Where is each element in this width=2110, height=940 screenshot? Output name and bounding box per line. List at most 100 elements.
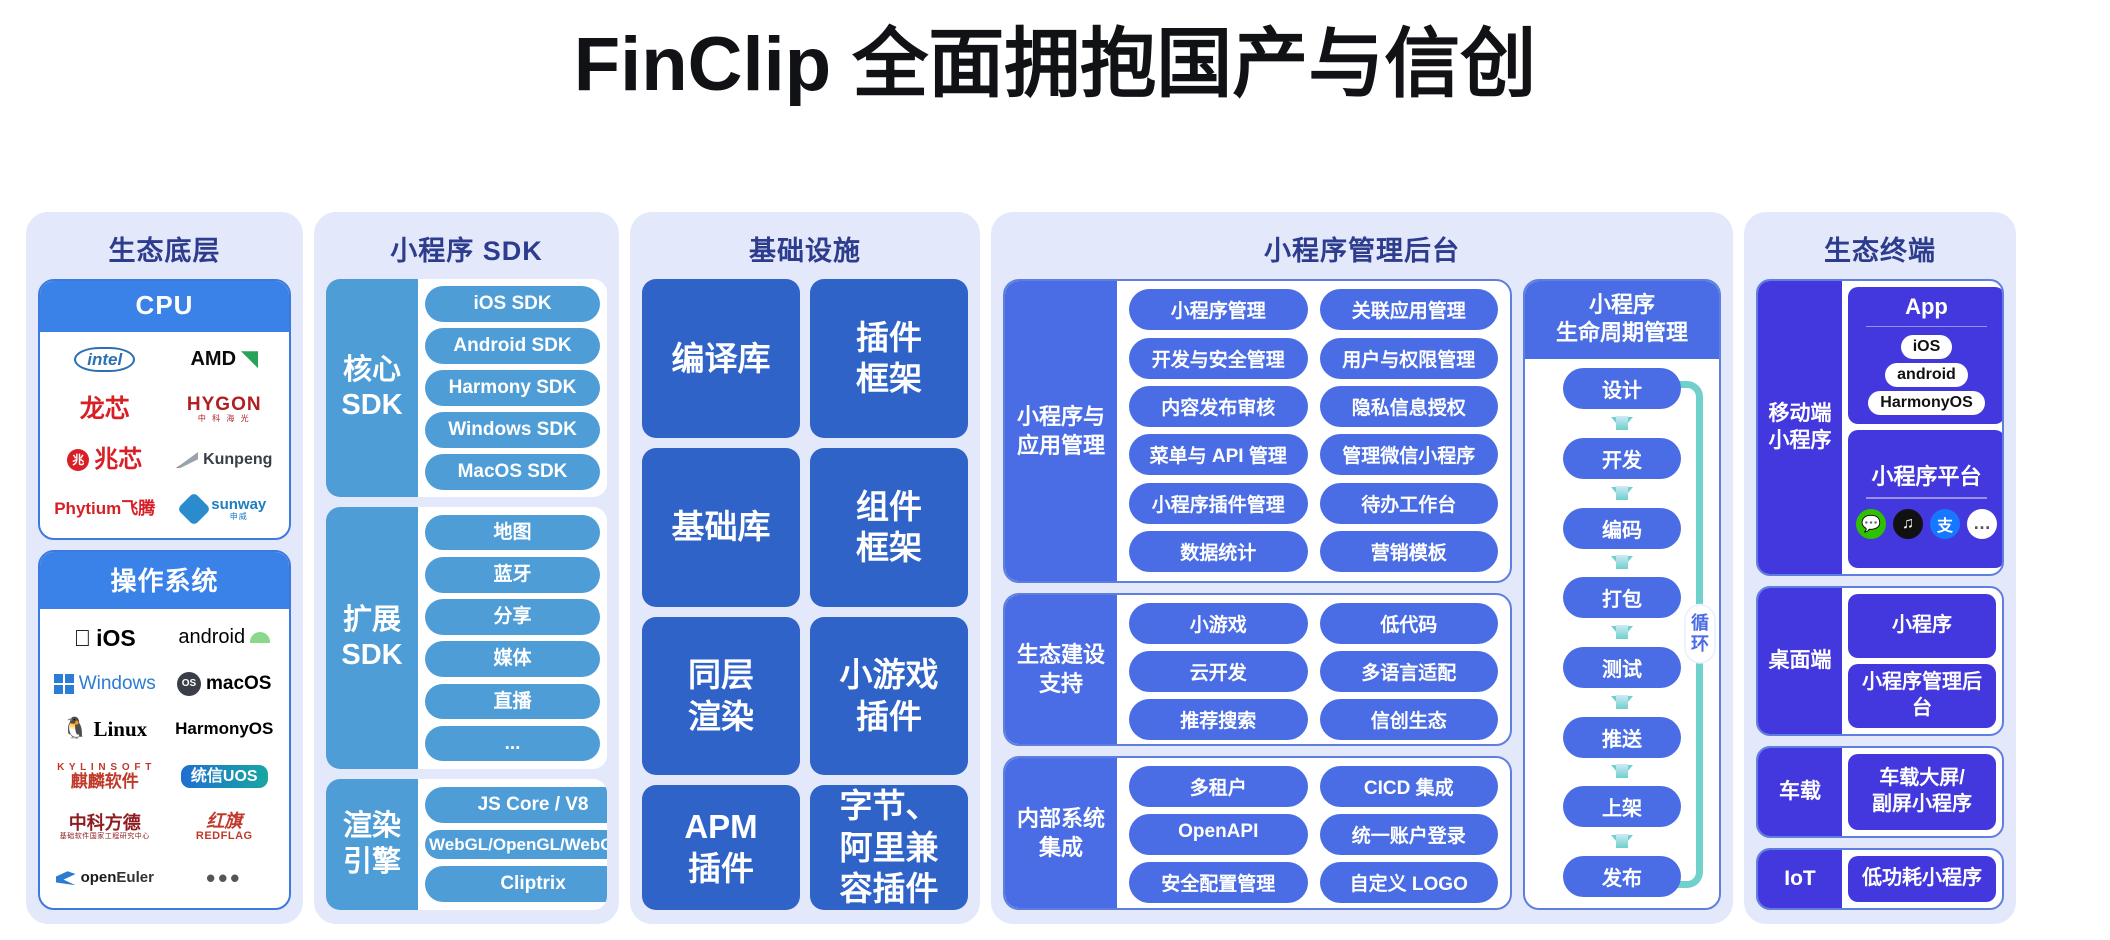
os-card-header: 操作系统 — [40, 552, 289, 610]
lifecycle-step[interactable]: 上架 — [1563, 786, 1681, 828]
sdk-item[interactable]: Android SDK — [425, 328, 600, 364]
terminal-card-title: 小程序 — [1892, 613, 1952, 636]
terminal-chip[interactable]: iOS — [1900, 335, 1953, 360]
terminal-card-title: App — [1905, 294, 1948, 319]
admin-item[interactable]: 小程序管理 — [1129, 289, 1308, 331]
admin-block-label: 小程序与应用管理 — [1005, 281, 1117, 581]
admin-item[interactable]: 菜单与 API 管理 — [1129, 434, 1308, 476]
admin-item[interactable]: 信创生态 — [1319, 698, 1498, 740]
sdk-item[interactable]: MacOS SDK — [425, 454, 600, 490]
sdk-item[interactable]: WebGL/OpenGL/WebGPU — [425, 829, 607, 860]
amd-logo: AMD — [190, 349, 259, 370]
admin-item[interactable]: 统一账户登录 — [1319, 814, 1498, 856]
admin-item[interactable]: 安全配置管理 — [1129, 862, 1308, 904]
infra-cell[interactable]: 同层渲染 — [642, 616, 800, 776]
sdk-item[interactable]: 媒体 — [425, 641, 600, 678]
lifecycle-step[interactable]: 推送 — [1563, 716, 1681, 758]
admin-item[interactable]: 小游戏 — [1129, 602, 1308, 644]
terminal-block: 桌面端小程序小程序管理后台 — [1756, 585, 2004, 736]
linux-logo: 🐧Linux — [62, 717, 148, 742]
admin-item[interactable]: 推荐搜索 — [1129, 698, 1308, 740]
admin-item[interactable]: 小程序插件管理 — [1129, 482, 1308, 524]
more-icon[interactable]: … — [1967, 508, 1997, 539]
lifecycle-step[interactable]: 编码 — [1563, 507, 1681, 549]
admin-item[interactable]: 云开发 — [1129, 650, 1308, 692]
admin-item[interactable]: 关联应用管理 — [1319, 289, 1498, 331]
admin-block-label: 内部系统集成 — [1005, 758, 1117, 908]
lifecycle-steps: 设计开发编码打包测试推送上架发布 循环 — [1525, 359, 1719, 908]
column-title-terminals: 生态终端 — [1824, 236, 1936, 266]
infra-cell[interactable]: 插件框架 — [810, 279, 968, 438]
admin-item[interactable]: 用户与权限管理 — [1319, 337, 1498, 379]
lifecycle-step[interactable]: 开发 — [1563, 437, 1681, 479]
admin-item[interactable]: 低代码 — [1319, 602, 1498, 644]
admin-item[interactable]: 待办工作台 — [1319, 482, 1498, 524]
sdk-item[interactable]: ... — [425, 725, 600, 762]
douyin-icon[interactable]: ♫ — [1893, 508, 1923, 539]
terminal-card[interactable]: 小程序管理后台 — [1848, 663, 1996, 728]
terminal-card[interactable]: 小程序 — [1848, 593, 1996, 658]
infra-cell[interactable]: 编译库 — [642, 279, 800, 438]
terminal-card[interactable]: 低功耗小程序 — [1848, 855, 1996, 902]
lifecycle-step[interactable]: 打包 — [1563, 577, 1681, 619]
infra-cell[interactable]: 组件框架 — [810, 447, 968, 607]
lifecycle-arrow-icon — [1611, 764, 1633, 779]
admin-item[interactable]: 开发与安全管理 — [1129, 337, 1308, 379]
lifecycle-step[interactable]: 设计 — [1563, 368, 1681, 410]
sdk-item[interactable]: 地图 — [425, 514, 600, 551]
lifecycle-arrow-icon — [1611, 834, 1633, 849]
sdk-item[interactable]: JS Core / V8 — [425, 787, 607, 823]
lifecycle-step[interactable]: 测试 — [1563, 646, 1681, 688]
sdk-item[interactable]: Harmony SDK — [425, 370, 600, 406]
terminal-card[interactable]: 车载大屏/副屏小程序 — [1848, 753, 1996, 830]
admin-item[interactable]: 隐私信息授权 — [1319, 386, 1498, 428]
admin-item[interactable]: 管理微信小程序 — [1319, 434, 1498, 476]
terminal-chip[interactable]: android — [1885, 363, 1968, 388]
alipay-icon[interactable]: 支 — [1930, 508, 1960, 539]
terminal-body: 小程序小程序管理后台 — [1842, 588, 2002, 734]
terminal-label: 车载 — [1758, 747, 1842, 836]
infra-cell[interactable]: 小游戏插件 — [810, 616, 968, 776]
admin-blocks: 小程序与应用管理小程序管理关联应用管理开发与安全管理用户与权限管理内容发布审核隐… — [1003, 279, 1512, 910]
column-title-sdk: 小程序 SDK — [390, 236, 543, 266]
infra-cell[interactable]: 基础库 — [642, 447, 800, 607]
lifecycle-header: 小程序生命周期管理 — [1525, 281, 1719, 360]
admin-item[interactable]: 营销模板 — [1319, 531, 1498, 573]
column-title-admin: 小程序管理后台 — [1264, 236, 1460, 266]
admin-item[interactable]: CICD 集成 — [1319, 766, 1498, 808]
admin-item[interactable]: 多租户 — [1129, 766, 1308, 808]
admin-item[interactable]: 自定义 LOGO — [1319, 862, 1498, 904]
admin-item-grid: 小程序管理关联应用管理开发与安全管理用户与权限管理内容发布审核隐私信息授权菜单与… — [1117, 281, 1510, 581]
divider — [1865, 326, 1988, 328]
sdk-item[interactable]: 蓝牙 — [425, 556, 600, 593]
windows-logo: Windows — [53, 674, 156, 694]
terminal-chip[interactable]: HarmonyOS — [1868, 391, 1985, 416]
sdk-item[interactable]: 直播 — [425, 683, 600, 720]
infra-cell[interactable]: 字节、阿里兼容插件 — [810, 785, 968, 910]
admin-item[interactable]: 多语言适配 — [1319, 650, 1498, 692]
sdk-item[interactable]: iOS SDK — [425, 286, 600, 322]
admin-item[interactable]: OpenAPI — [1129, 814, 1308, 856]
wechat-icon[interactable]: 💬 — [1856, 508, 1886, 539]
lifecycle-step[interactable]: 发布 — [1563, 855, 1681, 897]
phytium-logo: Phytium飞腾 — [54, 499, 156, 519]
zhaoxin-logo: 兆兆芯 — [67, 447, 142, 473]
sdk-item[interactable]: 分享 — [425, 599, 600, 635]
sdk-item[interactable]: Windows SDK — [425, 412, 600, 448]
admin-item[interactable]: 内容发布审核 — [1129, 386, 1308, 428]
admin-item[interactable]: 数据统计 — [1129, 531, 1308, 573]
sdk-item[interactable]: Cliptrix — [425, 866, 607, 902]
